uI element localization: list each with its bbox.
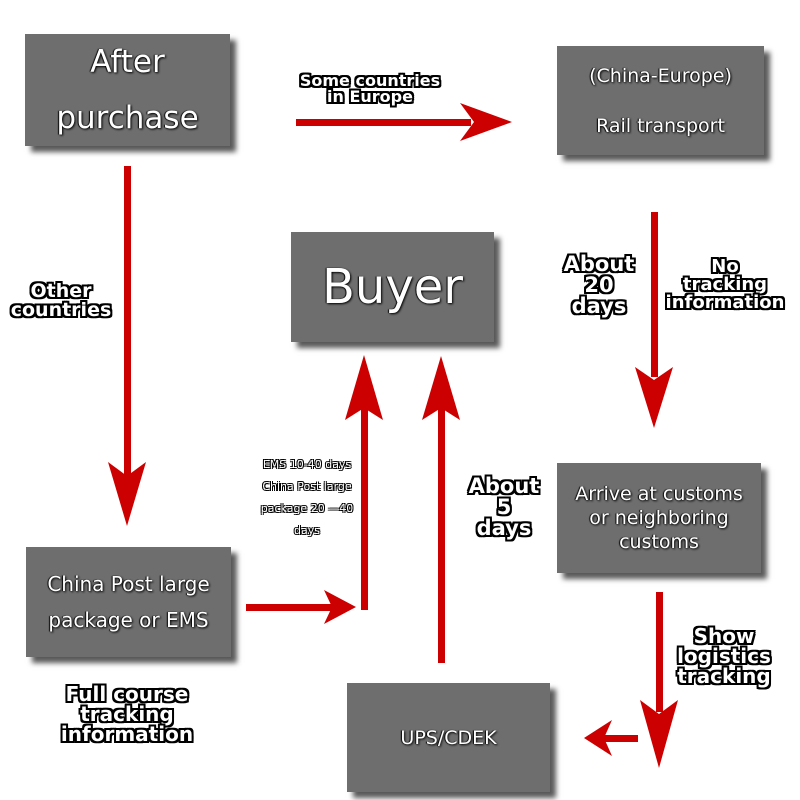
about-5-days-label: About 5 days	[458, 476, 550, 539]
about-5-line1: About	[468, 474, 540, 498]
arrow-to-china-post	[108, 166, 146, 526]
customs-line1: Arrive at customs	[575, 483, 743, 505]
no-tracking-label: No tracking information	[660, 258, 790, 312]
china-post-line1: China Post large	[47, 572, 210, 596]
no-tracking-line1: No	[711, 256, 739, 277]
after-purchase-box: After purchase	[25, 34, 230, 146]
some-countries-line2: in Europe	[327, 87, 413, 106]
customs-line3: customs	[619, 531, 699, 553]
about-5-line2: 5	[496, 495, 512, 519]
after-purchase-line2: purchase	[56, 100, 199, 136]
no-tracking-line3: information	[665, 292, 785, 313]
rail-transport-box: (China-Europe) Rail transport	[557, 46, 764, 155]
full-course-label: Full course tracking information	[42, 684, 212, 744]
rail-line2: Rail transport	[596, 114, 725, 137]
ems-duration-note: EMS 10-40 days China Post large package …	[248, 454, 366, 542]
about-20-line3: days	[571, 294, 627, 318]
ems-note-line5: 20 —40 days	[294, 502, 354, 537]
other-countries-line1: Other	[30, 280, 92, 302]
show-logistics-line1: Show	[693, 624, 755, 648]
arrow-to-rail	[296, 103, 512, 141]
about-5-line3: days	[476, 516, 532, 540]
about-20-line1: About	[563, 252, 635, 276]
about-20-line2: 20	[584, 273, 614, 297]
some-countries-line1: Some countries	[299, 71, 441, 90]
ems-note-line3: China Post large	[262, 480, 352, 493]
arrow-customs-down	[640, 592, 678, 768]
ems-note-line1: EMS	[262, 458, 287, 471]
buyer-title: Buyer	[321, 259, 464, 315]
show-logistics-label: Show logistics tracking	[668, 626, 780, 686]
rail-line1: (China-Europe)	[589, 64, 732, 87]
arrow-up-to-buyer-right	[422, 356, 460, 663]
buyer-box: Buyer	[291, 232, 494, 342]
about-20-days-label: About 20 days	[552, 254, 646, 317]
ems-note-line2: 10-40 days	[289, 458, 352, 471]
full-course-line2: tracking	[80, 702, 174, 726]
arrow-to-customs	[635, 212, 673, 428]
show-logistics-line2: logistics	[677, 644, 771, 668]
ups-cdek-box: UPS/CDEK	[347, 683, 550, 792]
ems-note-line4: package	[260, 502, 308, 515]
china-post-box: China Post large package or EMS	[26, 547, 231, 657]
customs-box: Arrive at customs or neighboring customs	[557, 463, 761, 573]
full-course-line3: information	[60, 722, 194, 746]
customs-line2: or neighboring	[589, 507, 729, 529]
other-countries-line2: countries	[10, 299, 112, 321]
arrow-up-to-buyer-left	[345, 355, 383, 610]
no-tracking-line2: tracking	[682, 274, 768, 295]
ups-cdek-title: UPS/CDEK	[400, 726, 497, 749]
other-countries-label: Other countries	[0, 282, 122, 320]
some-countries-label: Some countries in Europe	[280, 73, 460, 105]
after-purchase-line1: After	[90, 44, 165, 80]
full-course-line1: Full course	[65, 682, 189, 706]
china-post-line2: package or EMS	[48, 608, 209, 632]
show-logistics-line3: tracking	[677, 664, 771, 688]
arrow-china-post-right	[246, 590, 356, 624]
arrow-to-ups	[584, 720, 638, 756]
